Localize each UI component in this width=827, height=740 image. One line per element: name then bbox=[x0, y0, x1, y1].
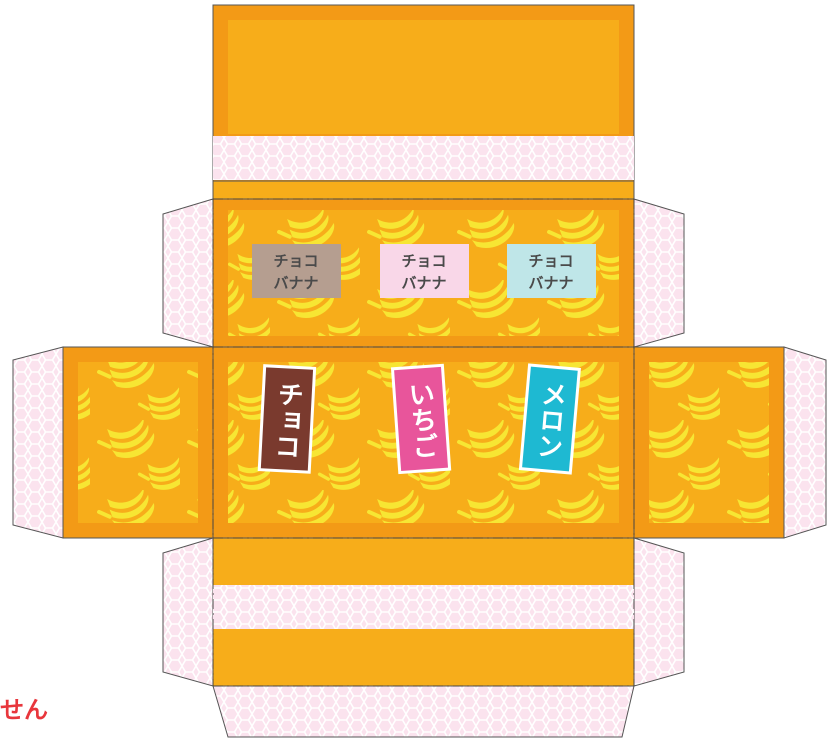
upper-left-flap bbox=[162, 198, 214, 348]
corner-text: せん bbox=[0, 696, 48, 724]
top-label-3-line2: バナナ bbox=[528, 274, 573, 292]
top-label-1: チョコ バナナ bbox=[252, 244, 341, 298]
top-flap bbox=[212, 4, 635, 200]
bottom-panel bbox=[212, 537, 635, 687]
top-label-2-line1: チョコ bbox=[401, 252, 446, 270]
fold-lines bbox=[212, 198, 635, 687]
lower-left-flap bbox=[162, 537, 214, 687]
top-label-1-bg bbox=[252, 244, 341, 298]
lower-right-flap bbox=[633, 537, 685, 687]
left-side-panel bbox=[62, 346, 214, 539]
top-label-3-line1: チョコ bbox=[528, 252, 573, 270]
top-label-1-line2: バナナ bbox=[273, 274, 318, 292]
vertical-label-melon-text: メロン bbox=[531, 380, 568, 460]
top-label-2: チョコ バナナ bbox=[380, 244, 469, 298]
vertical-label-ichigo-text: いちご bbox=[403, 380, 438, 460]
top-label-3: チョコ バナナ bbox=[507, 244, 596, 298]
top-label-1-line1: チョコ bbox=[273, 252, 318, 270]
top-label-2-line2: バナナ bbox=[401, 274, 446, 292]
left-tab bbox=[12, 346, 64, 539]
top-label-3-bg bbox=[507, 244, 596, 298]
right-tab bbox=[783, 346, 827, 539]
right-side-panel bbox=[633, 346, 785, 539]
upper-right-flap bbox=[633, 198, 685, 348]
bottom-tab bbox=[212, 685, 635, 738]
vertical-label-ichigo: いちご bbox=[390, 363, 452, 475]
vertical-label-choco: チョコ bbox=[257, 364, 317, 474]
vertical-label-choco-text: チョコ bbox=[270, 380, 304, 459]
top-label-2-bg bbox=[380, 244, 469, 298]
vertical-label-melon: メロン bbox=[518, 363, 581, 475]
